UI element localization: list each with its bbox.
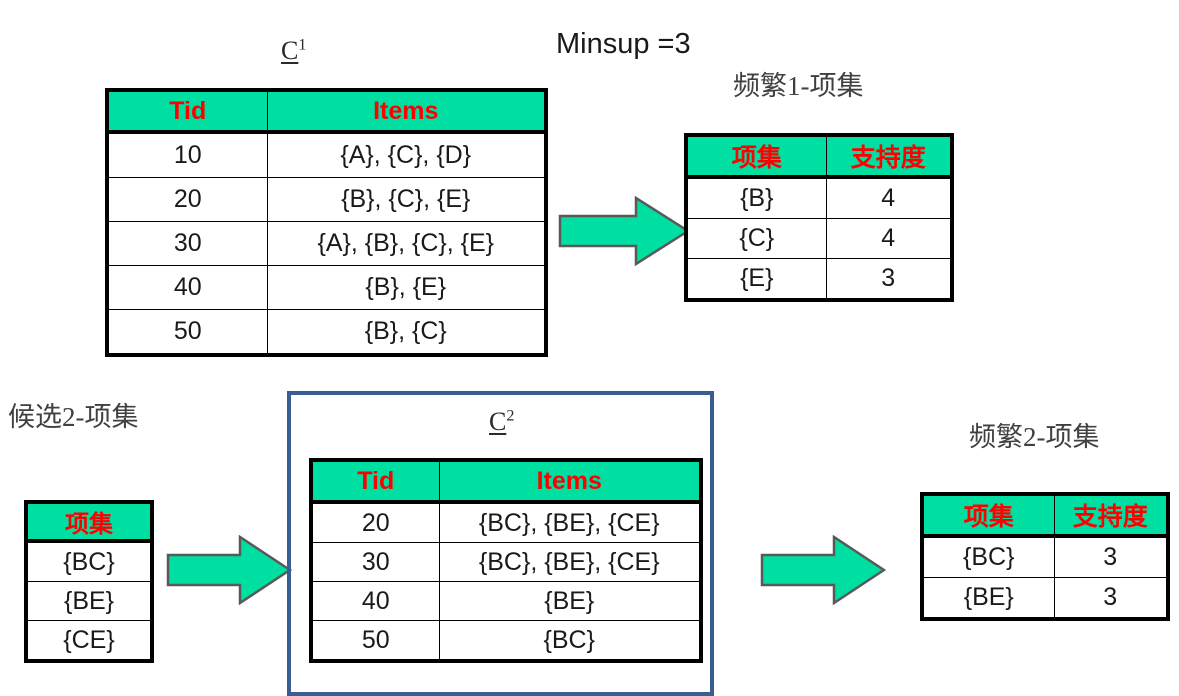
table-row: {BC} 3: [921, 535, 1169, 578]
c2-cell-items: {BC}, {BE}, {CE}: [438, 542, 702, 582]
table-row: {C} 4: [685, 218, 953, 259]
c2-cell-tid: 30: [310, 542, 440, 582]
frequent1-cell-support: 4: [825, 218, 953, 259]
c1-label-superscript: 1: [298, 36, 307, 54]
table-row: 20 {B}, {C}, {E}: [106, 177, 547, 222]
frequent1-cell-itemset: {B}: [685, 176, 827, 219]
table-row: 30 {A}, {B}, {C}, {E}: [106, 221, 547, 266]
c1-header-tid: Tid: [106, 89, 268, 134]
minsup-label: Minsup =3: [556, 28, 691, 60]
candidate2-cell-itemset: {BE}: [25, 581, 153, 621]
c1-cell-tid: 10: [106, 131, 268, 178]
c1-table: Tid Items 10 {A}, {C}, {D} 20 {B}, {C}, …: [105, 88, 548, 357]
table-row: 10 {A}, {C}, {D}: [106, 131, 547, 178]
table-row: 30 {BC}, {BE}, {CE}: [310, 542, 702, 582]
c2-header-tid: Tid: [310, 459, 440, 504]
frequent2-cell-support: 3: [1053, 577, 1169, 620]
frequent2-cell-itemset: {BE}: [921, 577, 1055, 620]
table-row: 40 {BE}: [310, 581, 702, 621]
c1-header-items: Items: [266, 89, 547, 134]
frequent2-cell-support: 3: [1053, 535, 1169, 578]
frequent2-caption: 频繁2-项集: [969, 422, 1100, 452]
c2-header-items: Items: [438, 459, 702, 504]
c2-cell-items: {BC}, {BE}, {CE}: [438, 501, 702, 543]
frequent2-header-itemset: 项集: [921, 493, 1055, 538]
frequent2-header-support: 支持度: [1053, 493, 1169, 538]
c1-cell-items: {A}, {C}, {D}: [266, 131, 547, 178]
table-row: {CE}: [25, 620, 153, 662]
table-row: {BE} 3: [921, 577, 1169, 620]
c2-cell-tid: 20: [310, 501, 440, 543]
c2-cell-items: {BE}: [438, 581, 702, 621]
table-header-row: 项集 支持度: [921, 493, 1169, 538]
arrow-c1-to-frequent1: [558, 196, 690, 266]
frequent1-cell-itemset: {C}: [685, 218, 827, 259]
frequent1-header-support: 支持度: [825, 134, 953, 179]
candidate2-table: 项集 {BC} {BE} {CE}: [24, 500, 154, 663]
c1-cell-items: {B}, {C}: [266, 309, 547, 356]
frequent2-cell-itemset: {BC}: [921, 535, 1055, 578]
frequent1-cell-support: 4: [825, 176, 953, 219]
table-header-row: Tid Items: [106, 89, 547, 134]
table-row: {BE}: [25, 581, 153, 621]
c2-cell-tid: 50: [310, 620, 440, 662]
table-row: 50 {B}, {C}: [106, 309, 547, 356]
c2-label: C2: [489, 407, 515, 436]
table-row: {B} 4: [685, 176, 953, 219]
c1-label-base: C: [281, 36, 299, 65]
c1-cell-tid: 20: [106, 177, 268, 222]
c2-cell-tid: 40: [310, 581, 440, 621]
frequent2-table: 项集 支持度 {BC} 3 {BE} 3: [920, 492, 1170, 621]
candidate2-caption: 候选2-项集: [8, 402, 139, 432]
table-row: {BC}: [25, 540, 153, 582]
table-row: {E} 3: [685, 258, 953, 301]
table-header-row: 项集: [25, 501, 153, 543]
c1-label: C1: [281, 36, 307, 65]
arrow-candidate2-to-c2: [166, 535, 292, 605]
c1-cell-tid: 30: [106, 221, 268, 266]
frequent1-caption: 频繁1-项集: [733, 71, 864, 101]
c1-cell-tid: 40: [106, 265, 268, 310]
c1-cell-items: {B}, {E}: [266, 265, 547, 310]
candidate2-header-itemset: 项集: [25, 501, 153, 543]
arrow-c2-to-frequent2: [760, 535, 886, 605]
c1-cell-tid: 50: [106, 309, 268, 356]
c2-cell-items: {BC}: [438, 620, 702, 662]
frequent1-cell-itemset: {E}: [685, 258, 827, 301]
c2-label-base: C: [489, 407, 507, 436]
frequent1-header-itemset: 项集: [685, 134, 827, 179]
c1-cell-items: {B}, {C}, {E}: [266, 177, 547, 222]
table-row: 50 {BC}: [310, 620, 702, 662]
candidate2-cell-itemset: {CE}: [25, 620, 153, 662]
frequent1-table: 项集 支持度 {B} 4 {C} 4 {E} 3: [684, 133, 954, 302]
table-row: 20 {BC}, {BE}, {CE}: [310, 501, 702, 543]
candidate2-cell-itemset: {BC}: [25, 540, 153, 582]
c1-cell-items: {A}, {B}, {C}, {E}: [266, 221, 547, 266]
c2-label-superscript: 2: [506, 407, 515, 425]
table-header-row: 项集 支持度: [685, 134, 953, 179]
c2-table: Tid Items 20 {BC}, {BE}, {CE} 30 {BC}, {…: [309, 458, 703, 663]
table-header-row: Tid Items: [310, 459, 702, 504]
table-row: 40 {B}, {E}: [106, 265, 547, 310]
frequent1-cell-support: 3: [825, 258, 953, 301]
